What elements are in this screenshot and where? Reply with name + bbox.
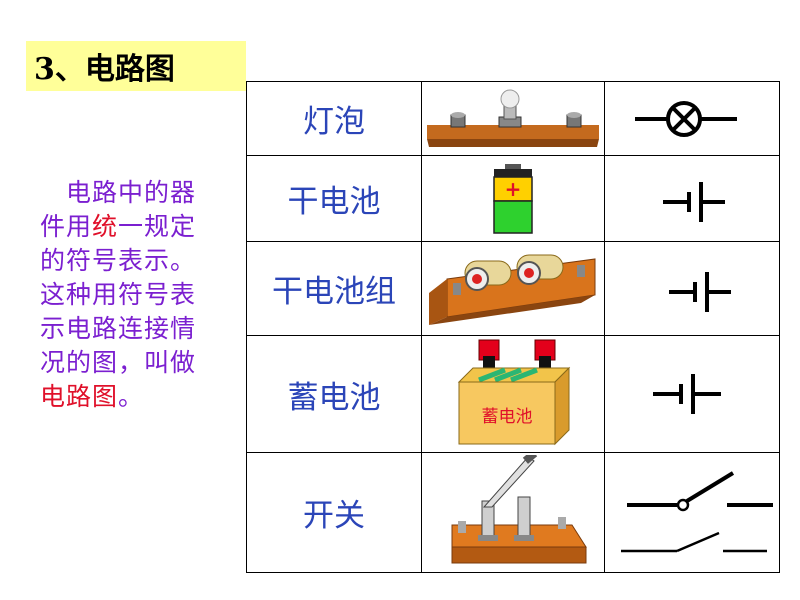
- description-segment: 电路中的器: [40, 178, 197, 207]
- table-row: 干电池 +: [246, 155, 780, 242]
- switch-symbol-icon: [621, 470, 773, 552]
- lamp-icon: [427, 89, 599, 147]
- component-symbol: [604, 81, 780, 156]
- svg-text:+: +: [505, 177, 522, 201]
- description-line: 示电路连接情: [40, 312, 234, 346]
- components-table: 灯泡 干电池: [246, 81, 780, 573]
- table-row: 开关: [246, 452, 780, 573]
- component-picture: [421, 452, 605, 573]
- description-segment: 一规定: [118, 212, 197, 241]
- section-heading: 3、电路图: [26, 41, 246, 91]
- component-symbol: [604, 335, 780, 453]
- component-name: 干电池: [246, 155, 422, 242]
- description-line: 电路图。: [40, 380, 234, 414]
- description-segment: 这种用符号表: [40, 280, 197, 309]
- highlighted-term: 统: [92, 212, 119, 241]
- component-picture: 蓄电池: [421, 335, 605, 453]
- cell-symbol-icon: [669, 271, 731, 312]
- description-line: 况的图，叫做: [40, 346, 234, 380]
- knife-switch-icon: [451, 454, 587, 563]
- table-row: 灯泡: [246, 81, 780, 156]
- component-symbol: [604, 155, 780, 242]
- description-segment: 的符号表示。: [40, 246, 197, 275]
- table-row: 干电池组: [246, 241, 780, 336]
- description-segment: 况的图，叫做: [40, 348, 197, 377]
- component-name: 蓄电池: [246, 335, 422, 453]
- component-symbol: [604, 241, 780, 336]
- description-line: 电路中的器: [40, 176, 234, 210]
- cell-symbol-icon: [653, 374, 721, 414]
- component-name: 灯泡: [246, 81, 422, 156]
- battery-pack-icon: [429, 254, 596, 325]
- description-text: 电路中的器件用统一规定的符号表示。这种用符号表示电路连接情况的图，叫做电路图。: [40, 176, 234, 414]
- description-segment: 示电路连接情: [40, 314, 197, 343]
- cell-symbol-icon: [663, 181, 725, 222]
- storage-battery-icon: 蓄电池: [457, 339, 571, 446]
- description-segment: 件用: [40, 212, 93, 241]
- component-picture: [421, 241, 605, 336]
- component-symbol: [604, 452, 780, 573]
- description-line: 这种用符号表: [40, 278, 234, 312]
- component-picture: +: [421, 155, 605, 242]
- table-row: 蓄电池 蓄电池: [246, 335, 780, 453]
- component-name: 开关: [246, 452, 422, 573]
- lamp-symbol-icon: [635, 100, 737, 137]
- description-line: 的符号表示。: [40, 244, 234, 278]
- description-line: 件用统一规定: [40, 210, 234, 244]
- svg-text:蓄电池: 蓄电池: [482, 407, 533, 427]
- component-picture: [421, 81, 605, 156]
- highlighted-term: 电路图: [40, 382, 119, 411]
- dry-cell-icon: +: [493, 163, 533, 234]
- description-segment: 。: [118, 382, 145, 411]
- component-name: 干电池组: [246, 241, 422, 336]
